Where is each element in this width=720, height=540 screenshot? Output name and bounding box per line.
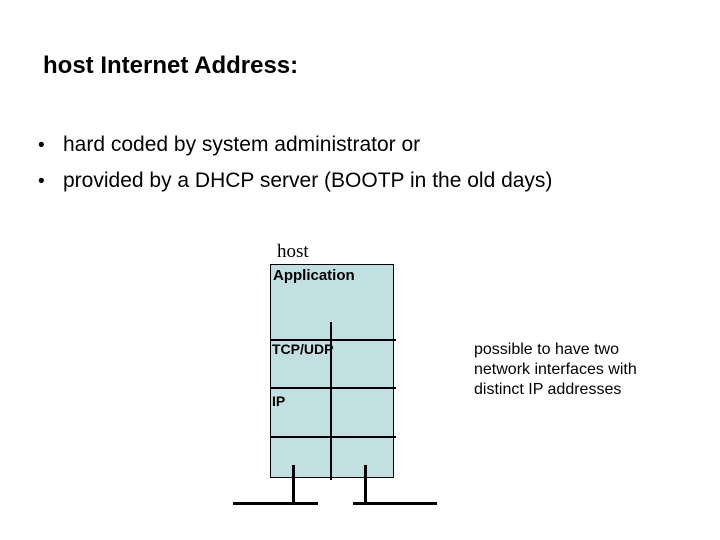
diagram-host-label: host: [277, 241, 309, 262]
page-title: host Internet Address:: [43, 52, 299, 79]
annotation-note: possible to have two network interfaces …: [474, 340, 637, 400]
divider-transport-network: [270, 387, 396, 389]
network-segment-right: [353, 502, 437, 505]
interface-column-divider: [330, 322, 332, 480]
bullet-text: provided by a DHCP server (BOOTP in the …: [63, 169, 553, 192]
layer-label-network: IP: [272, 393, 286, 409]
annotation-line: network interfaces with: [474, 361, 637, 378]
layer-label-transport: TCP/UDP: [272, 341, 334, 357]
bullet-list: • hard coded by system administrator or …: [38, 127, 552, 199]
layer-label-application: Application: [273, 267, 355, 284]
interface-connector-left: [292, 465, 295, 503]
bullet-marker-icon: •: [38, 171, 45, 192]
protocol-stack-box: [270, 264, 394, 478]
bullet-item: • provided by a DHCP server (BOOTP in th…: [38, 163, 552, 199]
annotation-line: possible to have two: [474, 341, 619, 358]
annotation-line: distinct IP addresses: [474, 381, 622, 398]
bullet-text: hard coded by system administrator or: [63, 133, 421, 156]
divider-network-interface: [270, 436, 396, 438]
bullet-item: • hard coded by system administrator or: [38, 127, 552, 163]
divider-application-transport: [270, 339, 396, 341]
bullet-marker-icon: •: [38, 135, 45, 156]
interface-connector-right: [364, 465, 367, 503]
network-segment-left: [233, 502, 318, 505]
